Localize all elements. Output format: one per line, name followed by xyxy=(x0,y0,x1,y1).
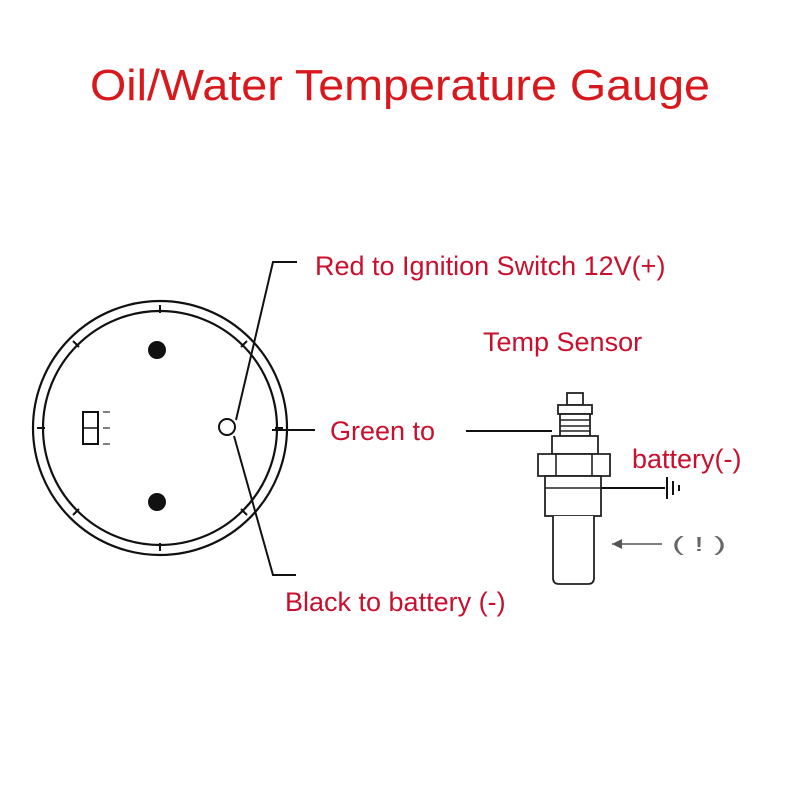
ground-symbol-icon xyxy=(666,477,680,499)
page-title: Oil/Water Temperature Gauge xyxy=(90,61,710,110)
red-wire-leader xyxy=(235,261,297,421)
mounting-hole-top xyxy=(148,341,166,359)
battery-negative-label: battery(-) xyxy=(632,444,742,474)
black-wire-leader xyxy=(233,435,296,576)
red-wire-label: Red to Ignition Switch 12V(+) xyxy=(315,251,665,281)
green-wire-label: Green to xyxy=(330,416,435,446)
probe-arrow-icon xyxy=(612,539,662,549)
gauge-back-circle-icon xyxy=(31,299,289,557)
mounting-hole-bottom xyxy=(148,493,166,511)
temperature-sensor-icon xyxy=(537,392,611,585)
terminal-post xyxy=(218,418,236,436)
probe-mark: ( ! ) xyxy=(672,534,726,556)
sensor-label: Temp Sensor xyxy=(483,327,642,357)
black-wire-label: Black to battery (-) xyxy=(285,587,506,617)
connector-icon xyxy=(82,411,110,445)
